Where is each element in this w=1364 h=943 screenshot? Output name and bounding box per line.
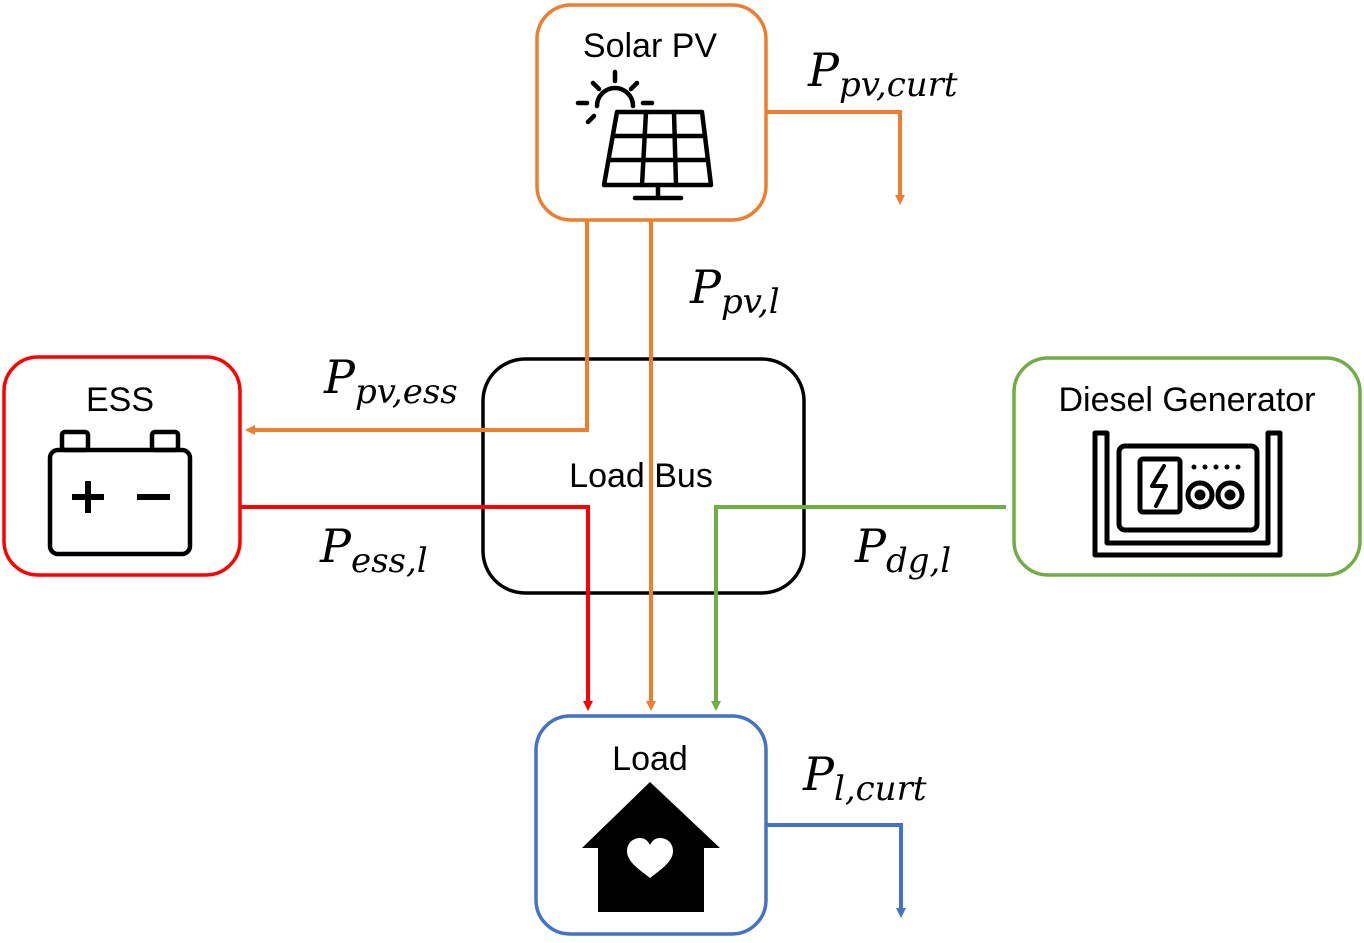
load-label: Load: [612, 740, 688, 778]
solar-panel-icon: [575, 69, 714, 201]
load-bus-label: Load Bus: [569, 457, 713, 495]
diesel-generator-node: Diesel Generator: [1012, 356, 1362, 577]
flow-dg-l-arrow: [711, 505, 1006, 711]
ess-label: ESS: [86, 381, 154, 419]
ess-node: ESS: [2, 355, 242, 577]
solar-pv-node: Solar PV: [535, 3, 768, 222]
generator-icon: [1092, 430, 1283, 558]
flow-label-l-curt: Pl,curt: [802, 747, 927, 809]
load-node: Load: [534, 714, 768, 936]
flow-label-ess-l: Pess,l: [319, 519, 428, 581]
solar-pv-label: Solar PV: [583, 27, 717, 65]
flow-pv-curt-arrow: [766, 110, 905, 205]
flow-label-pv-ess: Ppv,ess: [323, 350, 458, 412]
flow-ess-l-arrow: [240, 505, 593, 711]
flow-pv-ess-arrow: [245, 220, 589, 435]
flow-label-dg-l: Pdg,l: [854, 519, 951, 581]
battery-icon: [47, 429, 193, 557]
diesel-generator-label: Diesel Generator: [1058, 381, 1315, 419]
load-bus-node: Load Bus: [481, 357, 806, 595]
house-heart-icon: [582, 782, 720, 912]
flow-label-pv-l: Ppv,l: [689, 260, 780, 322]
flow-l-curt-arrow: [766, 823, 906, 918]
flow-label-pv-curt: Ppv,curt: [807, 43, 958, 105]
